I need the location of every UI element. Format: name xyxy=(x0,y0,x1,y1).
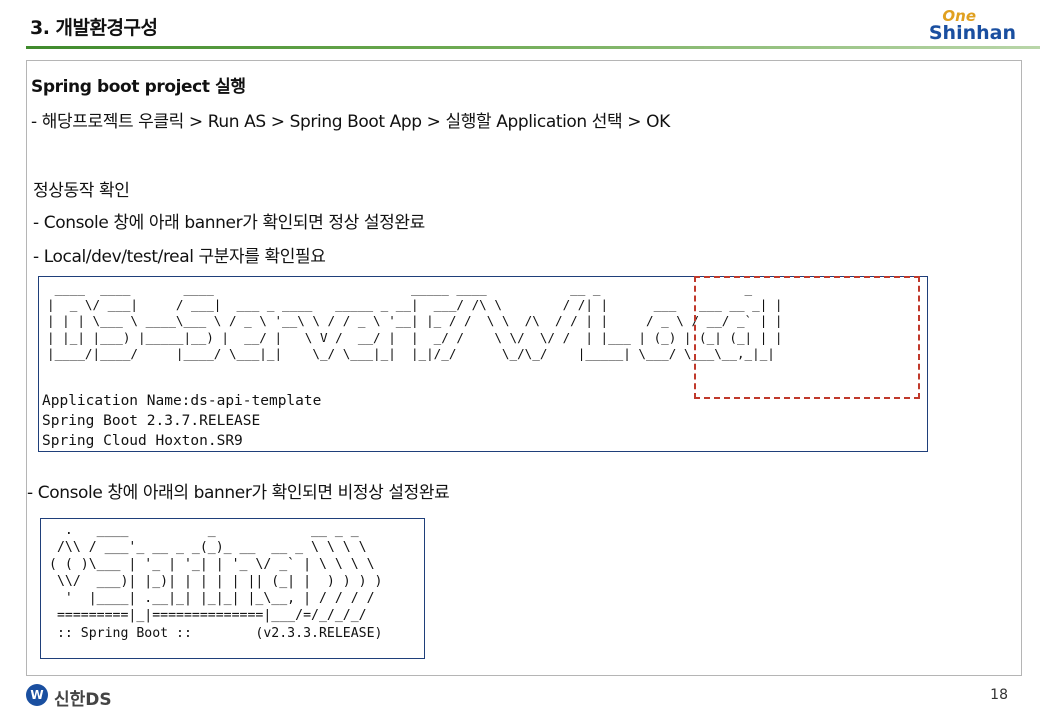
page-number: 18 xyxy=(990,687,1008,703)
console-banner-abnormal: . ____ _ __ _ _ /\\ / ___'_ __ _ _(_)_ _… xyxy=(40,518,425,659)
check-line-profile: - Local/dev/test/real 구분자를 확인필요 xyxy=(33,247,326,267)
console-banner-normal: ____ ____ ____ _____ ____ __ _ _ | _ \/ … xyxy=(38,276,928,452)
spring-cloud-version-line: Spring Cloud Hoxton.SR9 xyxy=(42,433,243,449)
default-spring-banner: . ____ _ __ _ _ /\\ / ___'_ __ _ _(_)_ _… xyxy=(49,523,383,641)
section-title: 3. 개발환경구성 xyxy=(30,17,158,39)
content-heading: Spring boot project 실행 xyxy=(31,77,246,97)
footer-company: 신한DS xyxy=(54,690,112,710)
shinhan-symbol-icon: W xyxy=(26,684,48,706)
step-instruction: - 해당프로젝트 우클릭 > Run AS > Spring Boot App … xyxy=(31,112,670,132)
abnormal-check-line: - Console 창에 아래의 banner가 확인되면 비정상 설정완료 xyxy=(27,483,450,503)
shinhan-logo: One Shinhan xyxy=(926,7,1016,45)
logo-one-text: One xyxy=(942,7,976,25)
spring-boot-version-line: Spring Boot 2.3.7.RELEASE xyxy=(42,413,261,429)
title-divider xyxy=(26,46,1040,49)
local-profile-highlight xyxy=(694,276,920,399)
check-heading: 정상동작 확인 xyxy=(33,181,130,201)
ds-server-local-banner: ____ ____ ____ _____ ____ __ _ _ | _ \/ … xyxy=(47,281,783,361)
check-line-normal: - Console 창에 아래 banner가 확인되면 정상 설정완료 xyxy=(33,213,425,233)
logo-shinhan-text: Shinhan xyxy=(928,22,1016,44)
application-name-line: Application Name:ds-api-template xyxy=(42,393,322,409)
content-panel xyxy=(26,60,1022,676)
